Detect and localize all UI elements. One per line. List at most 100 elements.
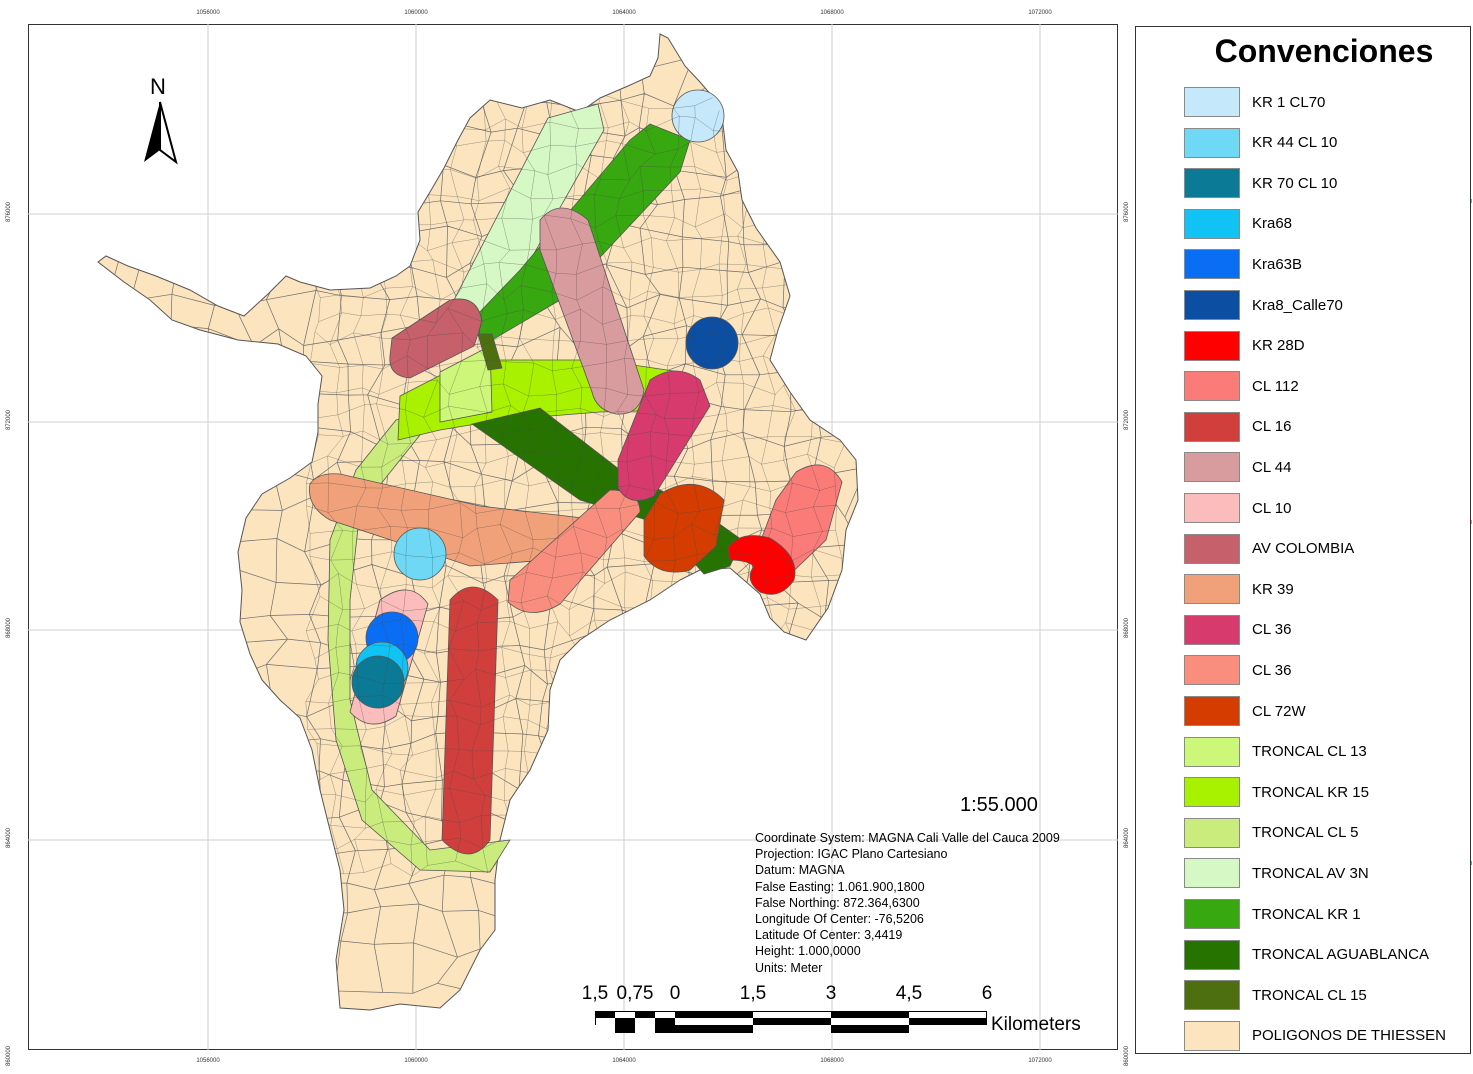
legend-item[interactable]: Kra68 [1184,207,1292,241]
scale-bar-label: 0 [669,983,681,1004]
scale-bar-label: 1,5 [739,983,767,1004]
legend-item[interactable]: POLIGONOS DE THIESSEN [1184,1019,1446,1053]
legend-swatch [1184,411,1240,442]
north-label: N [150,74,166,99]
legend-swatch [1184,493,1240,523]
legend-item[interactable]: Kra63B [1184,247,1302,281]
legend-item-label: TRONCAL AV 3N [1252,864,1369,882]
scale-bar-label: 4,5 [895,983,923,1004]
legend-item[interactable]: TRONCAL CL 5 [1184,816,1358,850]
legend-item-label: Kra68 [1252,215,1293,233]
node-kr-44-cl-10[interactable] [393,527,447,581]
projection-info: Coordinate System: MAGNA Cali Valle del … [755,830,1060,976]
legend-item-label: KR 1 CL70 [1252,93,1326,111]
scale-bar-label: 3 [825,983,837,1004]
legend-item[interactable]: TRONCAL AGUABLANCA [1184,938,1429,972]
legend-item[interactable]: AV COLOMBIA [1184,532,1354,566]
y-tick-label: 868000 [1124,617,1130,638]
legend-swatch [1184,696,1240,726]
legend-item-label: KR 44 CL 10 [1252,134,1338,152]
scale-bar-label: 6 [981,983,993,1004]
legend-item-label: POLIGONOS DE THIESSEN [1252,1027,1446,1045]
y-tick-label: 860000 [1124,1045,1130,1066]
legend-item[interactable]: KR 44 CL 10 [1184,126,1337,160]
legend-item[interactable]: KR 1 CL70 [1184,85,1325,119]
corridor-cl-36-magenta[interactable] [617,370,711,501]
x-tick-label: 1068000 [820,1058,844,1064]
x-tick-label: 1056000 [196,10,220,16]
legend-item-label: CL 44 [1252,458,1292,476]
projection-line: Projection: IGAC Plano Cartesiano [755,847,948,862]
legend-swatch [1184,249,1240,280]
legend-item[interactable]: TRONCAL AV 3N [1184,856,1369,890]
legend-title: Convenciones [1214,33,1434,69]
legend-item[interactable]: CL 36 [1184,653,1291,687]
legend-swatch [1184,655,1240,686]
legend-item-label: KR 28D [1252,337,1305,355]
legend-item[interactable]: KR 70 CL 10 [1184,166,1337,200]
legend-item-label: CL 16 [1252,418,1292,436]
legend-swatch [1184,899,1240,929]
corridor-kr-28d[interactable] [727,535,796,595]
projection-line: Coordinate System: MAGNA Cali Valle del … [755,831,1060,845]
legend-swatch [1184,817,1240,848]
legend-item-label: TRONCAL KR 1 [1252,905,1361,923]
legend-swatch [1184,452,1240,483]
legend-item[interactable]: CL 16 [1184,410,1291,444]
legend-item[interactable]: CL 112 [1184,369,1299,403]
legend-panel: Convenciones KR 1 CL70 KR 44 CL 10 KR 70 C… [1135,26,1471,1054]
legend-item[interactable]: CL 36 [1184,613,1291,647]
legend-item[interactable]: TRONCAL CL 15 [1184,978,1367,1012]
scale-ratio: 1:55.000 [960,794,1038,816]
y-tick-label: 864000 [6,827,12,848]
scale-unit: Kilometers [991,1014,1081,1035]
legend-item-label: TRONCAL AGUABLANCA [1252,946,1429,964]
legend-item-label: CL 36 [1252,621,1292,639]
legend-item-label: AV COLOMBIA [1252,540,1355,558]
x-tick-label: 1072000 [1028,10,1052,16]
projection-line: Longitude Of Center: -76,5206 [755,912,924,927]
projection-line: False Northing: 872.364,6300 [755,895,920,910]
legend-swatch [1184,736,1240,767]
legend-swatch [1184,290,1240,320]
corridor-cl-44[interactable] [539,207,645,415]
legend-swatch [1184,127,1240,158]
projection-line: False Easting: 1.061.900,1800 [755,879,925,894]
scale-bar [595,1011,987,1033]
legend-item[interactable]: CL 72W [1184,694,1306,728]
legend-item[interactable]: KR 39 [1184,572,1294,606]
legend-item[interactable]: TRONCAL KR 1 [1184,897,1361,931]
legend-swatch [1184,614,1240,645]
corridor-troncal-cl-13[interactable] [439,345,493,423]
legend-swatch [1184,777,1240,808]
legend-item-label: Kra8_Calle70 [1252,296,1343,314]
scale-bar-label: 0,75 [616,983,654,1004]
legend-item-label: TRONCAL CL 15 [1252,986,1367,1004]
legend-swatch [1184,371,1240,402]
y-tick-label: 872000 [1124,409,1130,430]
y-tick-label: 872000 [6,409,12,430]
legend-item[interactable]: TRONCAL CL 13 [1184,735,1367,769]
legend-item[interactable]: CL 10 [1184,491,1291,525]
x-tick-label: 1064000 [612,1058,636,1064]
legend-item-label: TRONCAL KR 15 [1252,783,1369,801]
projection-line: Latitude Of Center: 3,4419 [755,928,903,943]
legend-swatch [1184,533,1240,564]
legend-swatch [1184,858,1240,889]
legend-item[interactable]: TRONCAL KR 15 [1184,775,1369,809]
legend-item[interactable]: Kra8_Calle70 [1184,288,1343,322]
legend-item-label: CL 36 [1252,661,1292,679]
corridor-troncal-cl-5[interactable] [327,409,511,873]
corridor-cl-16[interactable] [441,586,499,855]
legend-item-label: TRONCAL CL 13 [1252,743,1367,761]
legend-item[interactable]: KR 28D [1184,329,1305,363]
x-tick-label: 1068000 [820,10,844,16]
legend-item-label: KR 39 [1252,580,1294,598]
node-kra8-calle70[interactable] [685,316,739,370]
projection-line: Datum: MAGNA [755,863,845,878]
legend-swatch [1184,1020,1240,1051]
legend-swatch [1184,330,1240,361]
legend-item[interactable]: CL 44 [1184,450,1291,484]
